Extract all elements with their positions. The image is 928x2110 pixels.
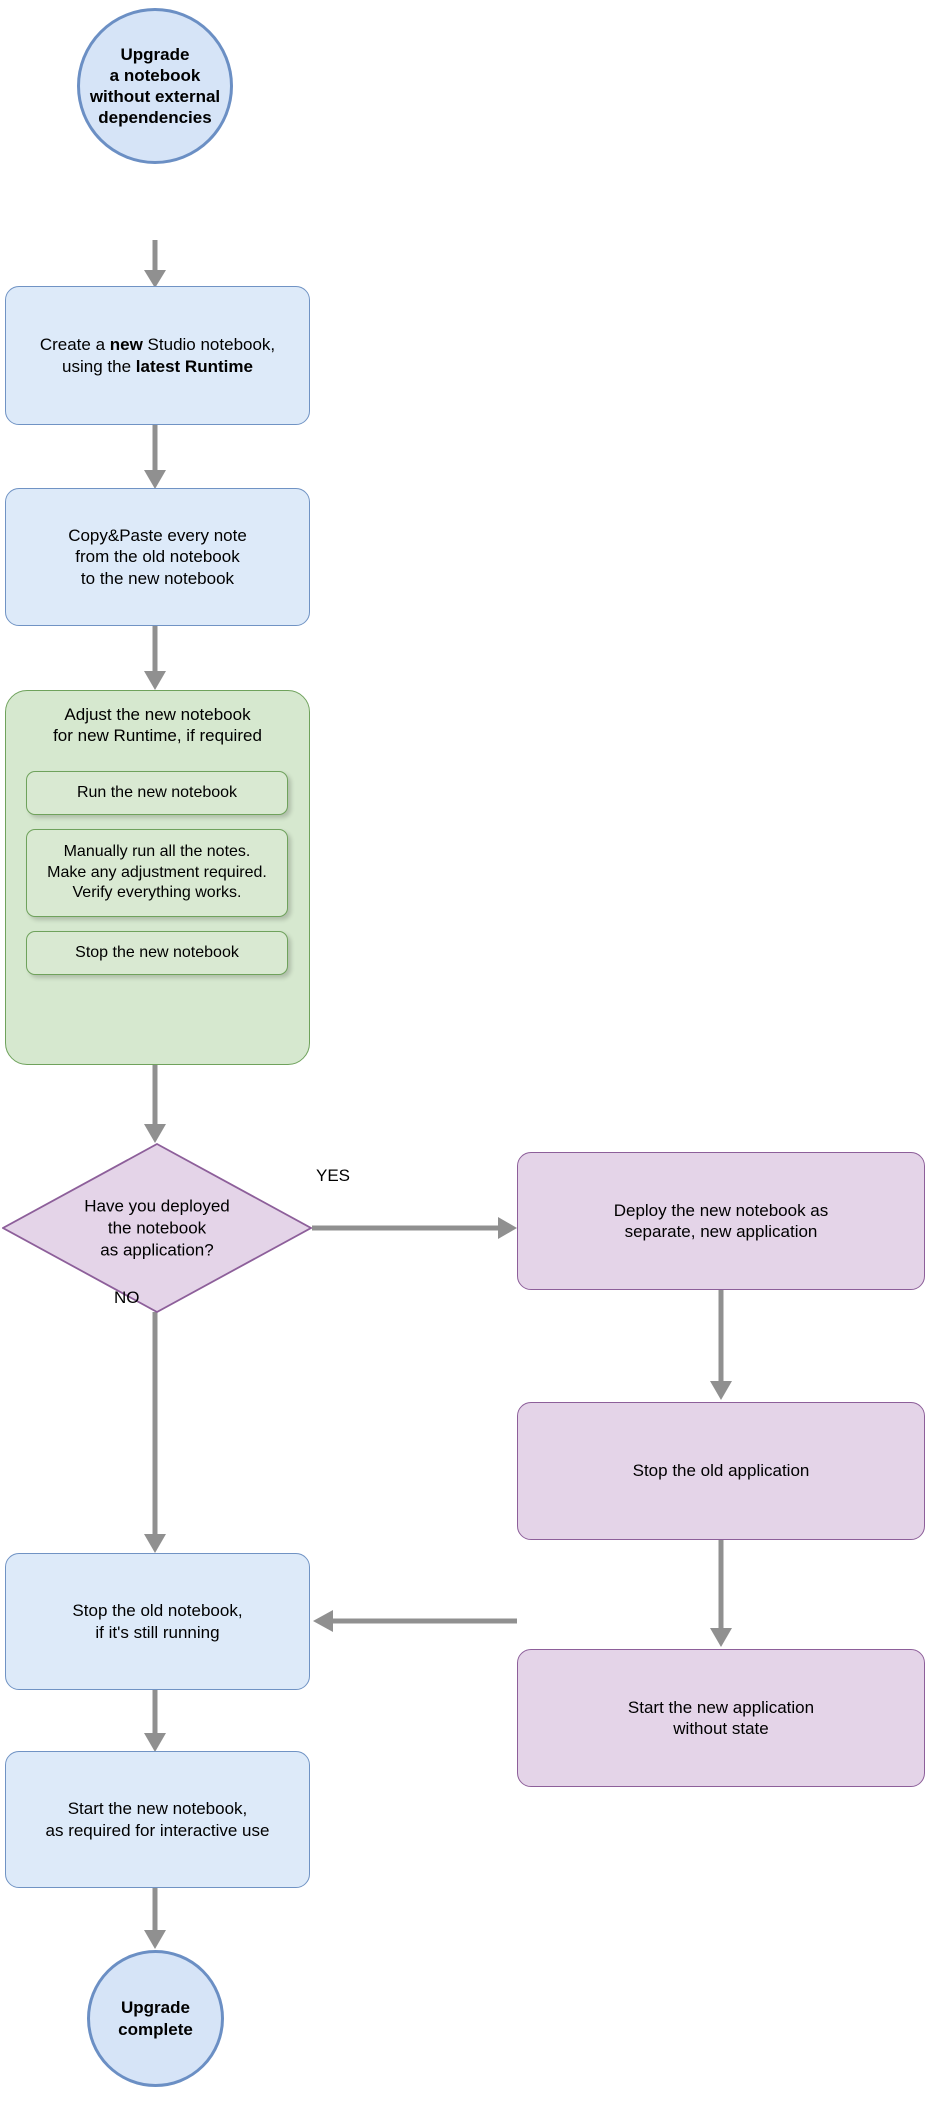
step-start-new-notebook[interactable]: Start the new notebook, as required for …	[5, 1751, 310, 1888]
group-adjust-notebook-title: Adjust the new notebook for new Runtime,…	[53, 705, 262, 746]
edge-start-to-create	[144, 240, 166, 288]
edge-stop-notebook-to-start-notebook	[144, 1690, 166, 1752]
step-stop-new-notebook[interactable]: Stop the new notebook	[26, 931, 288, 975]
step-stop-old-notebook-label: Stop the old notebook, if it's still run…	[72, 1601, 243, 1642]
group-adjust-notebook: Adjust the new notebook for new Runtime,…	[5, 690, 310, 1065]
step-copy-paste-notes[interactable]: Copy&Paste every note from the old noteb…	[5, 488, 310, 626]
decision-diamond-shape	[2, 1143, 312, 1313]
edge-label-yes: YES	[316, 1166, 351, 1185]
step-manual-run-notes[interactable]: Manually run all the notes. Make any adj…	[26, 829, 288, 917]
end-node[interactable]: Upgrade complete	[87, 1950, 224, 2087]
edge-stop-app-to-start-app	[710, 1540, 732, 1647]
step-stop-new-notebook-label: Stop the new notebook	[75, 943, 239, 961]
end-node-label: Upgrade complete	[118, 1998, 193, 2039]
edge-deploy-to-stop-app	[710, 1290, 732, 1400]
edge-decision-yes	[312, 1217, 517, 1239]
edge-start-notebook-to-end	[144, 1888, 166, 1949]
decision-deployed-as-application[interactable]: Have you deployed the notebook as applic…	[2, 1143, 312, 1313]
step-start-new-application-label: Start the new application without state	[627, 1697, 815, 1738]
edge-decision-no	[144, 1312, 166, 1553]
step-deploy-new-application-label: Deploy the new notebook as separate, new…	[613, 1200, 829, 1241]
step-stop-old-application-label: Stop the old application	[632, 1461, 810, 1481]
step-stop-old-notebook[interactable]: Stop the old notebook, if it's still run…	[5, 1553, 310, 1690]
start-node-label: Upgrade a notebook without external depe…	[89, 44, 221, 128]
step-run-new-notebook-label: Run the new notebook	[76, 783, 238, 801]
edge-start-app-to-stop-notebook	[313, 1610, 517, 1632]
step-copy-paste-notes-label: Copy&Paste every note from the old noteb…	[68, 526, 247, 588]
step-deploy-new-application[interactable]: Deploy the new notebook as separate, new…	[517, 1152, 925, 1290]
edge-adjust-to-decision	[144, 1065, 166, 1143]
edge-copy-to-adjust	[144, 626, 166, 690]
step-stop-old-application[interactable]: Stop the old application	[517, 1402, 925, 1540]
step-start-new-application[interactable]: Start the new application without state	[517, 1649, 925, 1787]
step-run-new-notebook[interactable]: Run the new notebook	[26, 771, 288, 815]
edge-create-to-copy	[144, 425, 166, 489]
step-start-new-notebook-label: Start the new notebook, as required for …	[45, 1799, 270, 1840]
step-manual-run-notes-label: Manually run all the notes. Make any adj…	[47, 842, 267, 902]
start-node[interactable]: Upgrade a notebook without external depe…	[77, 8, 233, 164]
edge-label-no: NO	[114, 1288, 140, 1307]
step-create-notebook-label: Create a new Studio notebook, using the …	[39, 335, 276, 376]
step-create-notebook[interactable]: Create a new Studio notebook, using the …	[5, 286, 310, 425]
